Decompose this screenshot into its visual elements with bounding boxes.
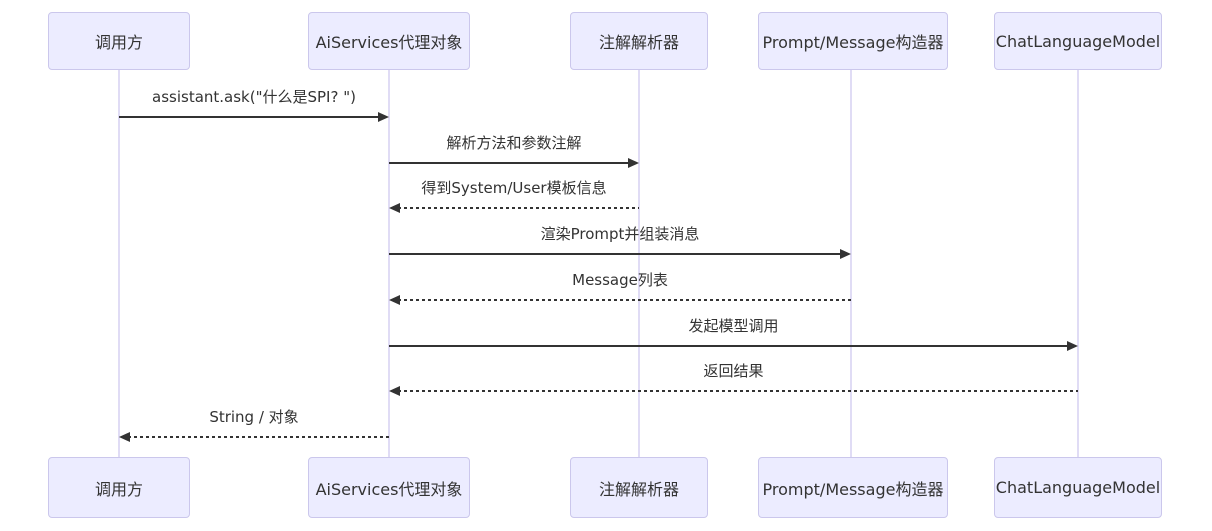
actor-label: 调用方: [94, 479, 143, 499]
lifeline-prompt-message-builder: [850, 70, 852, 457]
message-label: 渲染Prompt并组装消息: [540, 225, 700, 243]
message-message-list: Message列表: [389, 271, 851, 305]
actor-top-prompt-message-builder: Prompt/Message构造器: [758, 12, 948, 70]
message-label: String / 对象: [209, 408, 299, 426]
message-line: [389, 345, 1069, 347]
actor-bottom-aiservices-proxy: AiServices代理对象: [308, 457, 470, 518]
actor-label: AiServices代理对象: [315, 479, 463, 499]
actor-label: 调用方: [94, 33, 143, 52]
message-invoke-model: 发起模型调用: [389, 317, 1078, 351]
arrowhead-right-icon: [628, 158, 639, 168]
arrowhead-right-icon: [378, 112, 389, 122]
message-line: [389, 253, 842, 255]
lifeline-annotation-parser: [638, 70, 640, 457]
message-line: [398, 299, 851, 301]
actor-label: Prompt/Message构造器: [762, 479, 944, 499]
lifeline-chat-language-model: [1077, 70, 1079, 457]
message-label: assistant.ask("什么是SPI? "): [152, 88, 356, 106]
lifeline-caller: [118, 70, 120, 457]
message-render-prompt: 渲染Prompt并组装消息: [389, 225, 851, 259]
message-template-info: 得到System/User模板信息: [389, 179, 639, 213]
arrowhead-left-icon: [119, 432, 130, 442]
message-label: 发起模型调用: [688, 317, 779, 335]
actor-label: Prompt/Message构造器: [762, 33, 944, 52]
actor-top-caller: 调用方: [48, 12, 190, 70]
message-return-result: 返回结果: [389, 362, 1078, 396]
actor-label: ChatLanguageModel: [995, 478, 1161, 497]
arrowhead-left-icon: [389, 203, 400, 213]
actor-bottom-chat-language-model: ChatLanguageModel: [994, 457, 1162, 518]
message-line: [128, 436, 389, 438]
actor-label: ChatLanguageModel: [995, 31, 1161, 51]
actor-bottom-annotation-parser: 注解解析器: [570, 457, 708, 518]
actor-bottom-prompt-message-builder: Prompt/Message构造器: [758, 457, 948, 518]
actor-top-annotation-parser: 注解解析器: [570, 12, 708, 70]
actor-label: 注解解析器: [598, 33, 679, 52]
message-label: 解析方法和参数注解: [446, 134, 582, 152]
actor-label: AiServices代理对象: [315, 33, 463, 52]
message-label: 得到System/User模板信息: [421, 179, 607, 197]
message-label: 返回结果: [703, 362, 764, 380]
actor-top-aiservices-proxy: AiServices代理对象: [308, 12, 470, 70]
actor-label: 注解解析器: [598, 479, 679, 499]
message-parse-annotations: 解析方法和参数注解: [389, 134, 639, 168]
message-label: Message列表: [572, 271, 668, 289]
actor-bottom-caller: 调用方: [48, 457, 190, 518]
lifeline-aiservices-proxy: [388, 70, 390, 457]
arrowhead-left-icon: [389, 386, 400, 396]
message-ask: assistant.ask("什么是SPI? "): [119, 88, 389, 122]
message-line: [389, 162, 630, 164]
message-line: [398, 390, 1078, 392]
message-line: [398, 207, 639, 209]
message-line: [119, 116, 380, 118]
arrowhead-right-icon: [840, 249, 851, 259]
actor-top-chat-language-model: ChatLanguageModel: [994, 12, 1162, 70]
arrowhead-left-icon: [389, 295, 400, 305]
arrowhead-right-icon: [1067, 341, 1078, 351]
message-string-or-object: String / 对象: [119, 408, 389, 442]
